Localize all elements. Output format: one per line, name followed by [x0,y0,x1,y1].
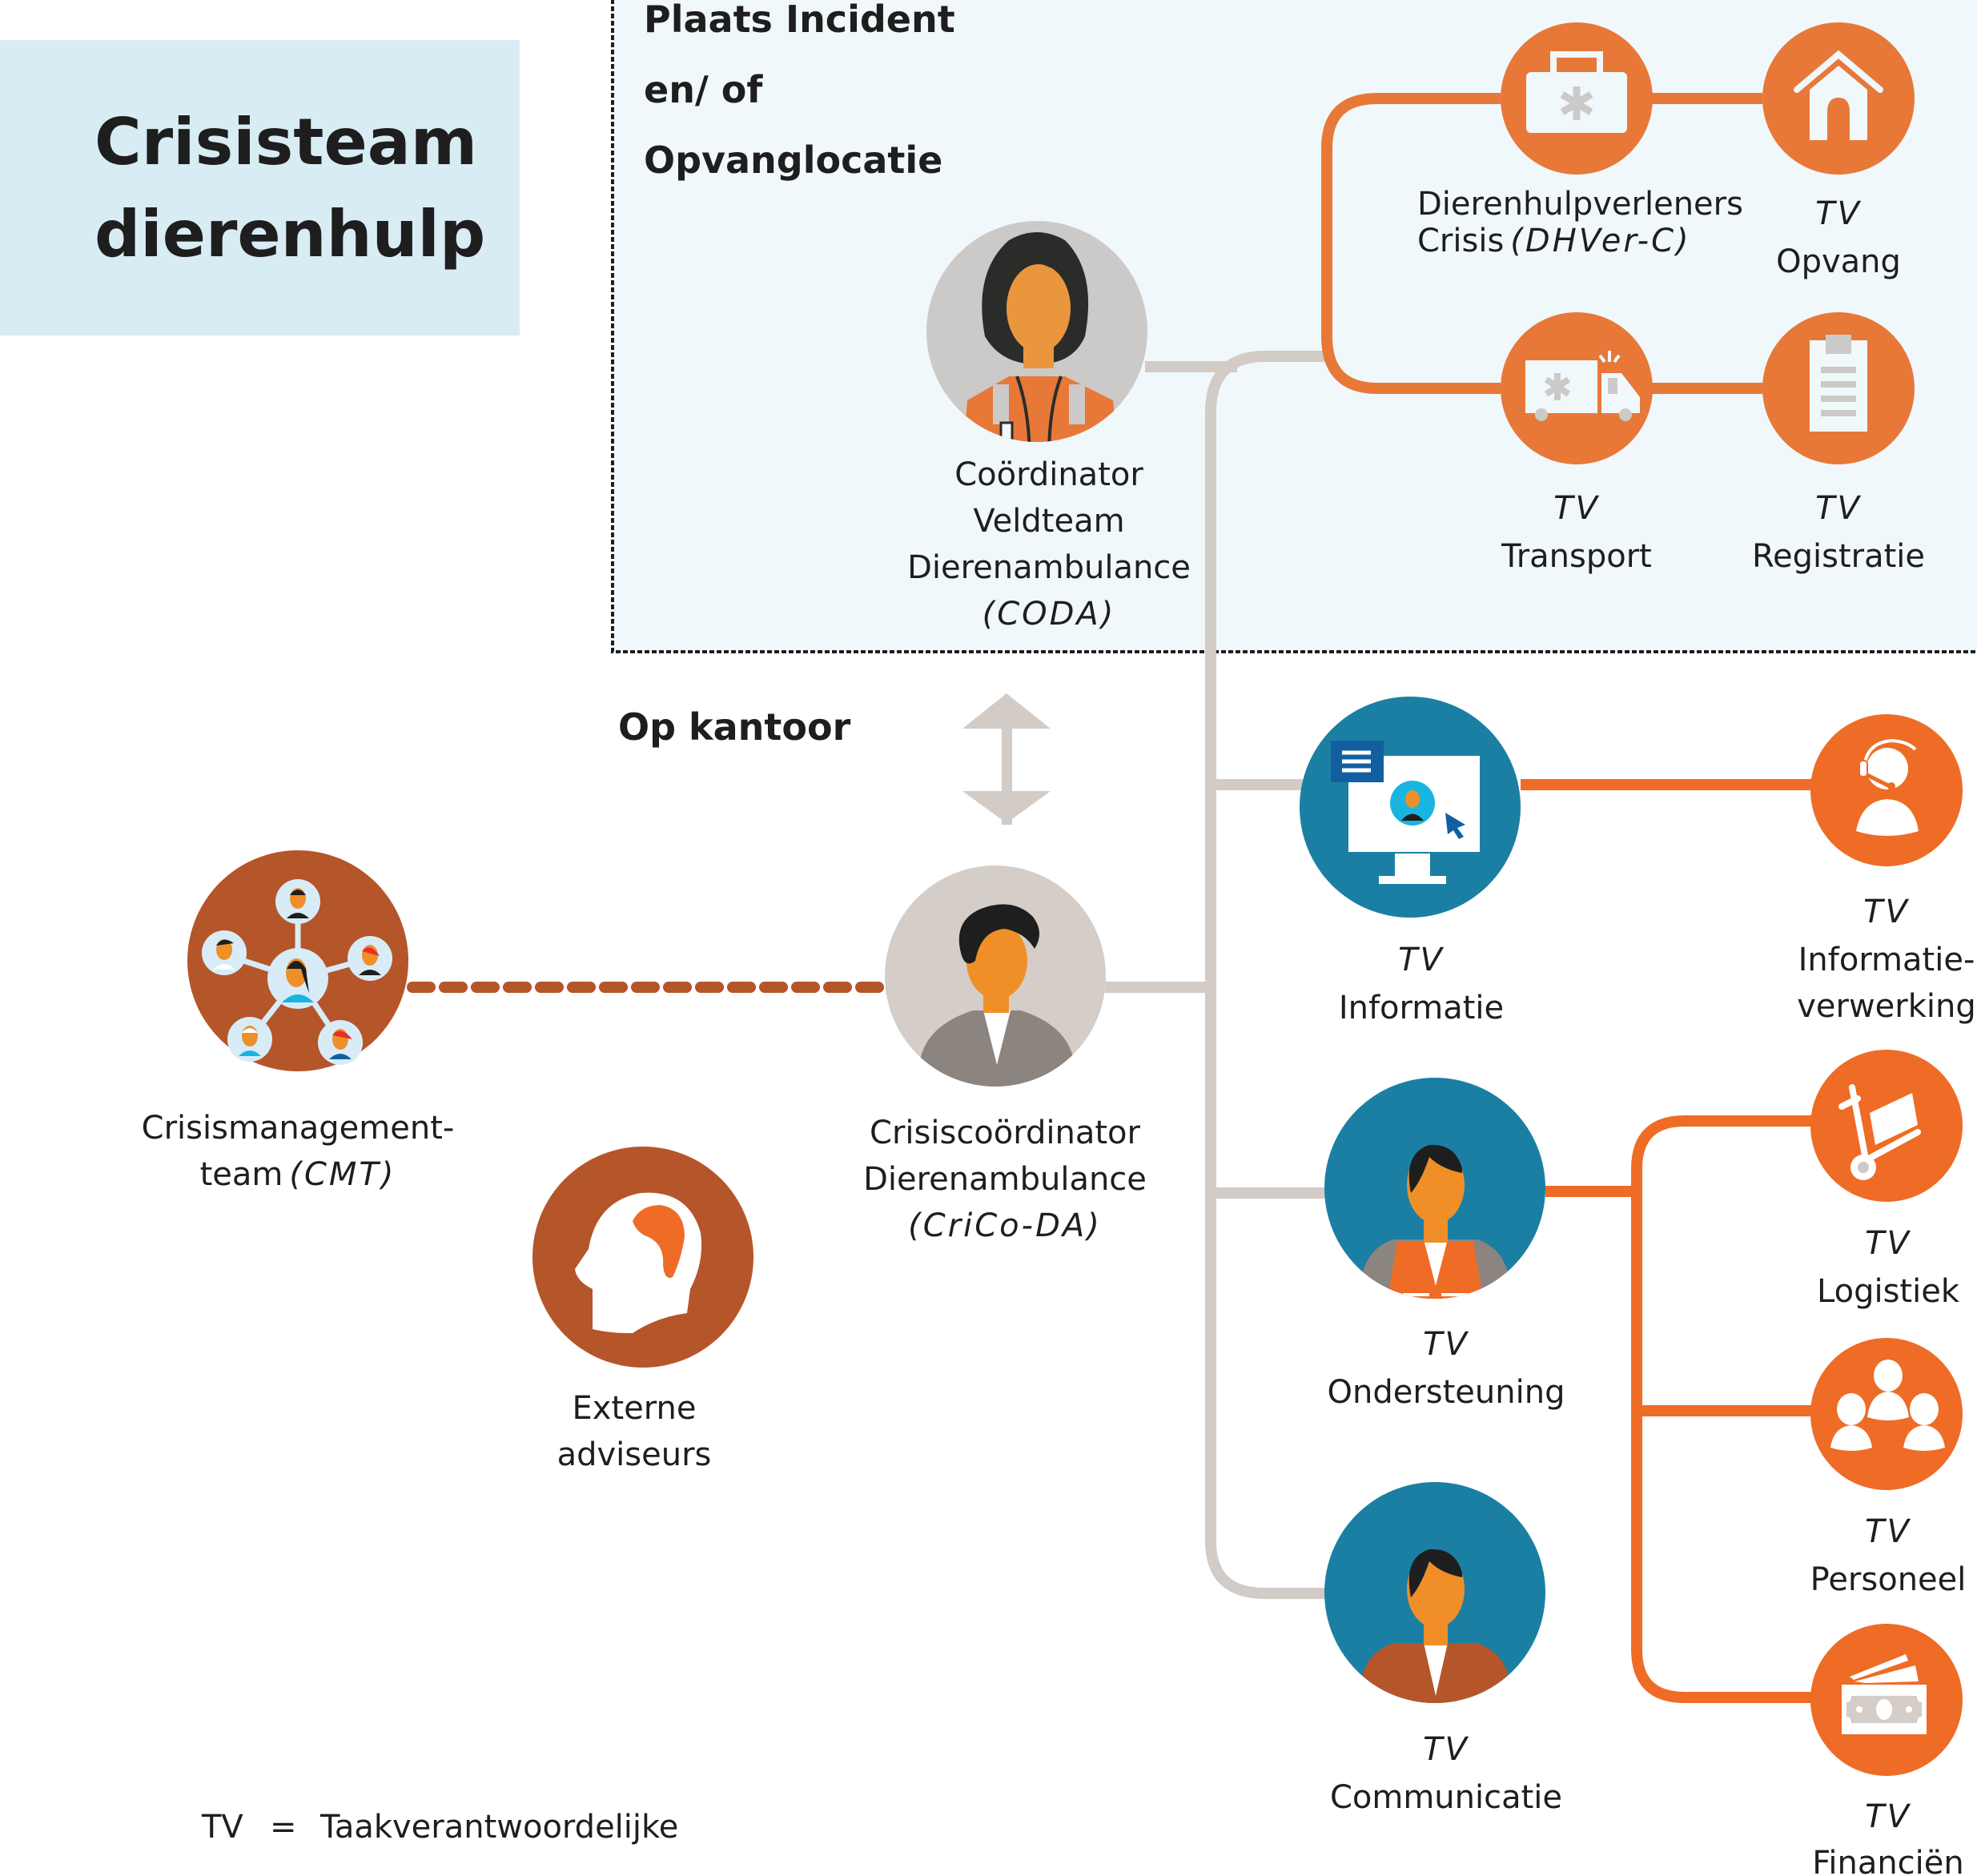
up-down-arrow-icon [962,693,1051,825]
node-transport-label: Transport [1501,538,1652,575]
node-coda-line-3: Dierenambulance [907,549,1191,586]
node-ondersteuning-label: Ondersteuning [1328,1374,1565,1411]
node-personeel-prefix: TV [1865,1513,1911,1550]
house-icon [1762,22,1915,175]
node-opvang[interactable]: TV Opvang [1762,22,1915,280]
node-communicatie[interactable]: TV Communicatie [1324,1482,1562,1816]
node-dhver-abbr: (DHVer-C) [1510,223,1690,259]
office-zone-label: Op kantoor [618,705,851,749]
node-dhver-line-2: Crisis(DHVer-C) [1417,223,1691,259]
node-personeel-label: Personeel [1810,1561,1967,1598]
node-financien-prefix: TV [1865,1798,1911,1835]
node-informatie-prefix: TV [1398,942,1445,978]
ambulance-icon [1501,312,1653,464]
node-dhver-line-1: Dierenhulpverleners [1417,186,1743,223]
node-logistiek-prefix: TV [1865,1225,1911,1262]
node-cmt-abbr: (CMT) [289,1156,396,1193]
node-coda-abbr: (CODA) [982,596,1116,633]
node-financien-label: Financiën [1812,1845,1964,1876]
node-transport-prefix: TV [1553,490,1600,527]
node-coda-line-1: Coördinator [954,456,1143,493]
grey-connectors [1105,351,1329,1599]
orange-connectors-bottom [1521,779,1811,1703]
orange-connectors-top [1321,93,1762,394]
computer-monitor-icon [1300,697,1521,918]
title-box: Crisisteam dierenhulp [0,40,520,335]
legend-equals: = [270,1809,297,1846]
node-coda-line-2: Veldteam [973,503,1124,540]
headset-operator-icon [1810,714,1963,866]
node-ondersteuning-prefix: TV [1423,1326,1469,1363]
node-externe[interactable]: Externe adviseurs [532,1147,753,1473]
incident-zone-line-3: Opvanglocatie [644,139,942,182]
node-personeel[interactable]: TV Personeel [1810,1338,1967,1598]
node-cmt[interactable]: Crisismanagement- team(CMT) [142,850,455,1193]
money-icon [1810,1624,1963,1776]
node-registratie-label: Registratie [1752,538,1925,575]
node-opvang-prefix: TV [1815,195,1862,232]
node-opvang-label: Opvang [1776,243,1901,280]
node-crico[interactable]: Crisiscoördinator Dierenambulance (CriCo… [863,866,1147,1244]
node-registratie[interactable]: TV Registratie [1752,312,1925,575]
title-line-1: Crisisteam [94,105,477,179]
node-infoverwerking-prefix: TV [1863,894,1910,930]
clipboard-icon [1762,312,1915,464]
coordinator-person-icon [885,866,1106,1087]
node-cmt-line-2: team(CMT) [200,1156,396,1193]
node-financien[interactable]: TV Financiën [1810,1624,1964,1876]
spokesperson-icon [1324,1482,1545,1703]
node-cmt-line-1: Crisismanagement- [142,1110,455,1147]
incident-zone-line-1: Plaats Incident [644,0,955,41]
node-dhver-line-2-text: Crisis [1417,223,1504,259]
node-transport[interactable]: TV Transport [1501,312,1653,575]
node-informatie-label: Informatie [1339,990,1504,1026]
people-group-icon [1810,1338,1963,1490]
node-infoverwerking-line-1: Informatie- [1798,942,1975,978]
node-communicatie-label: Communicatie [1330,1779,1562,1816]
node-infoverwerking-line-2: verwerking [1797,988,1976,1025]
support-worker-icon [1324,1078,1545,1299]
node-communicatie-prefix: TV [1423,1731,1469,1768]
node-externe-line-1: Externe [573,1390,697,1427]
legend-abbr: TV [201,1809,243,1846]
first-aid-kit-icon [1501,22,1653,175]
legend: TV = Taakverantwoordelijke [201,1809,678,1846]
female-field-coordinator-icon [926,221,1147,442]
hand-truck-icon [1810,1050,1963,1202]
node-informatie[interactable]: TV Informatie [1300,697,1521,1026]
node-registratie-prefix: TV [1815,490,1862,527]
node-logistiek[interactable]: TV Logistiek [1810,1050,1963,1310]
team-network-icon [187,850,408,1071]
node-logistiek-label: Logistiek [1817,1273,1960,1310]
incident-zone-line-2: en/ of [644,68,763,111]
title-line-2: dierenhulp [94,197,485,271]
node-coda[interactable]: Coördinator Veldteam Dierenambulance (CO… [907,221,1191,633]
node-cmt-line-2-text: team [200,1156,283,1193]
node-ondersteuning[interactable]: TV Ondersteuning [1324,1078,1565,1411]
head-brain-icon [532,1147,753,1368]
incident-zone: Plaats Incident en/ of Opvanglocatie [611,0,1977,653]
node-crico-line-1: Crisiscoördinator [870,1115,1140,1151]
node-dhver[interactable]: Dierenhulpverleners Crisis(DHVer-C) [1417,22,1743,259]
node-crico-line-2: Dierenambulance [863,1161,1147,1198]
legend-meaning: Taakverantwoordelijke [319,1809,678,1846]
node-externe-line-2: adviseurs [557,1436,712,1473]
node-crico-abbr: (CriCo-DA) [908,1207,1102,1244]
node-infoverwerking[interactable]: TV Informatie- verwerking [1797,714,1976,1025]
